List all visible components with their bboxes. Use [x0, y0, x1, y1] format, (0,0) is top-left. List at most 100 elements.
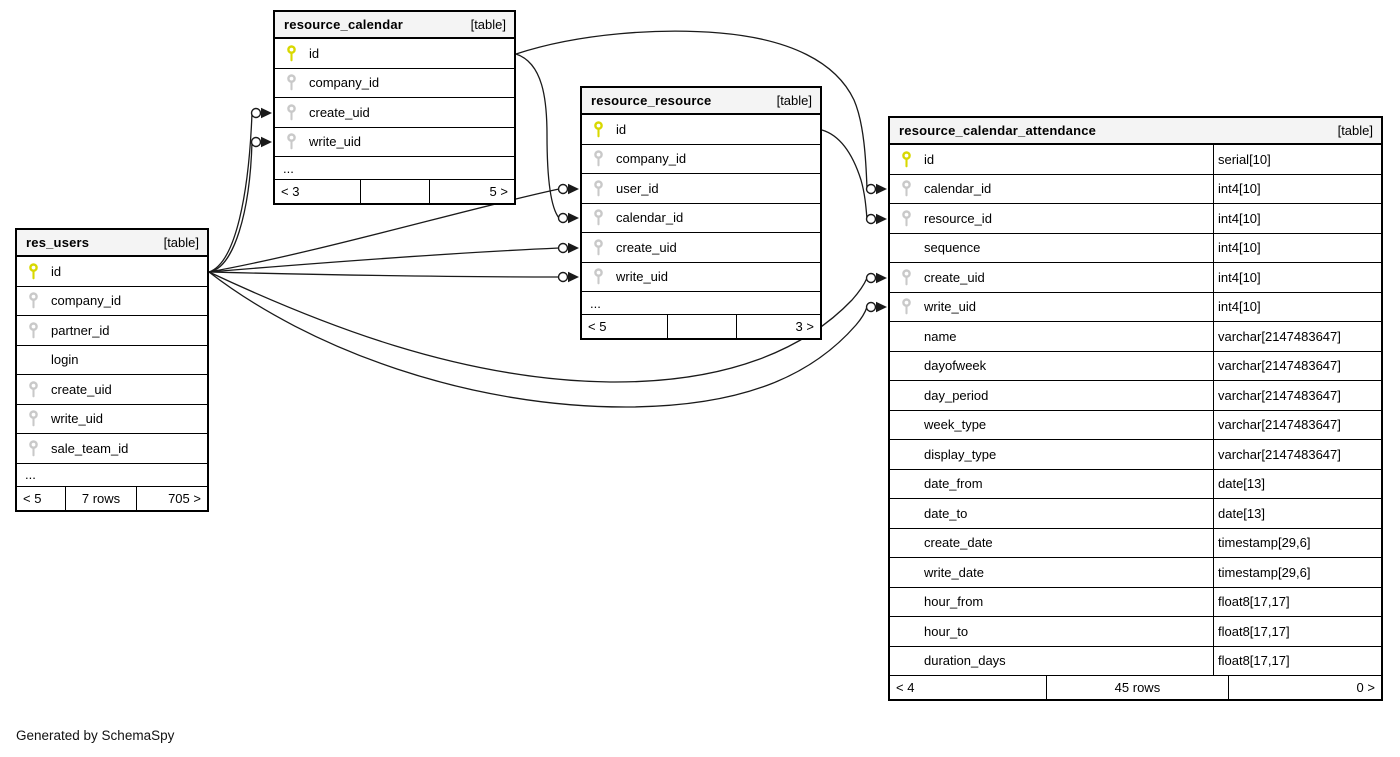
column-name: write_date	[924, 564, 984, 580]
relationship-line	[208, 112, 253, 273]
relationship-line	[208, 271, 868, 383]
relationship-line	[821, 129, 868, 220]
arrowhead	[261, 136, 272, 148]
column-name: id	[616, 121, 627, 137]
no-key-spacer	[901, 239, 912, 256]
column-name: id	[924, 151, 935, 167]
column-name: company_id	[616, 151, 687, 167]
column-name: duration_days	[924, 653, 1006, 669]
table-name: res_users	[26, 235, 90, 250]
column-name: user_id	[616, 180, 659, 196]
column-name: hour_from	[924, 594, 984, 610]
arrowhead	[568, 242, 579, 254]
column-row-write_uid: write_uid	[582, 262, 820, 292]
column-row-user_id: user_id	[582, 174, 820, 204]
no-key-spacer	[901, 357, 912, 374]
table-tag: [table]	[470, 17, 506, 32]
key-glyph	[902, 210, 911, 227]
relationship-line	[208, 141, 253, 273]
generated-by-note: Generated by SchemaSpy	[16, 728, 175, 743]
row-count	[668, 315, 737, 338]
key-glyph	[594, 209, 603, 226]
column-row-write_uid: write_uid int4[10]	[890, 292, 1381, 322]
table-header: resource_resource [table]	[582, 88, 820, 115]
column-name: date_to	[924, 505, 968, 521]
column-row-company_id: company_id	[275, 68, 514, 98]
column-name: write_uid	[309, 134, 362, 150]
table-header: resource_calendar_attendance [table]	[890, 118, 1381, 145]
column-row-day_period: day_period varchar[2147483647]	[890, 381, 1381, 411]
relationship-line	[208, 247, 560, 273]
key-glyph	[594, 239, 603, 256]
ellipsis-row: ...	[275, 157, 514, 180]
column-row-duration_days: duration_days float8[17,17]	[890, 646, 1381, 676]
column-name: sale_team_id	[51, 440, 129, 456]
key-glyph	[902, 298, 911, 315]
no-key-spacer	[901, 623, 912, 640]
column-name: display_type	[924, 446, 997, 462]
table-name: resource_resource	[591, 93, 712, 108]
key-glyph	[594, 150, 603, 167]
column-name: company_id	[309, 75, 380, 91]
column-type: int4[10]	[1213, 292, 1381, 321]
column-type: varchar[2147483647]	[1213, 381, 1381, 410]
foreign-key-icon	[593, 209, 604, 226]
foreign-key-icon	[901, 298, 912, 315]
no-key-spacer	[901, 534, 912, 551]
foreign-key-icon	[901, 180, 912, 197]
column-row-write_uid: write_uid	[17, 404, 207, 434]
foreign-key-icon	[286, 133, 297, 150]
foreign-key-icon	[28, 381, 39, 398]
column-name: write_uid	[924, 299, 977, 315]
pager-prev: < 5	[582, 315, 668, 338]
key-glyph	[287, 45, 296, 62]
column-name: week_type	[924, 417, 987, 433]
arrowhead	[876, 213, 887, 225]
cardinality-circle	[865, 301, 877, 313]
foreign-key-icon	[286, 74, 297, 91]
foreign-key-icon	[901, 269, 912, 286]
foreign-key-icon	[28, 410, 39, 427]
column-name: create_uid	[924, 269, 985, 285]
foreign-key-icon	[28, 440, 39, 457]
no-key-spacer	[901, 416, 912, 433]
cardinality-circle	[557, 242, 569, 254]
primary-key-icon	[593, 121, 604, 138]
pager-prev: < 3	[275, 180, 362, 203]
column-name: day_period	[924, 387, 989, 403]
column-type: int4[10]	[1213, 204, 1381, 233]
no-key-spacer	[901, 564, 912, 581]
table-tag: [table]	[1337, 123, 1373, 138]
pager-next: 3 >	[795, 319, 814, 334]
column-type: float8[17,17]	[1213, 646, 1381, 675]
relationship-endpoints	[250, 107, 887, 313]
column-name: create_uid	[51, 381, 112, 397]
column-type: date[13]	[1213, 499, 1381, 528]
arrowhead	[568, 212, 579, 224]
column-name: write_uid	[51, 411, 104, 427]
table-tag: [table]	[776, 93, 812, 108]
no-key-spacer	[901, 328, 912, 345]
relationship-line	[208, 188, 560, 273]
foreign-key-icon	[593, 180, 604, 197]
key-glyph	[287, 74, 296, 91]
table-footer: < 4 45 rows 0 >	[890, 676, 1381, 699]
relationship-line	[515, 30, 868, 190]
key-glyph	[29, 263, 38, 280]
column-name: name	[924, 328, 957, 344]
key-glyph	[594, 180, 603, 197]
column-row-create_uid: create_uid	[582, 233, 820, 263]
no-key-spacer	[901, 387, 912, 404]
relationship-line	[208, 271, 560, 278]
key-glyph	[902, 151, 911, 168]
cardinality-circle	[557, 271, 569, 283]
